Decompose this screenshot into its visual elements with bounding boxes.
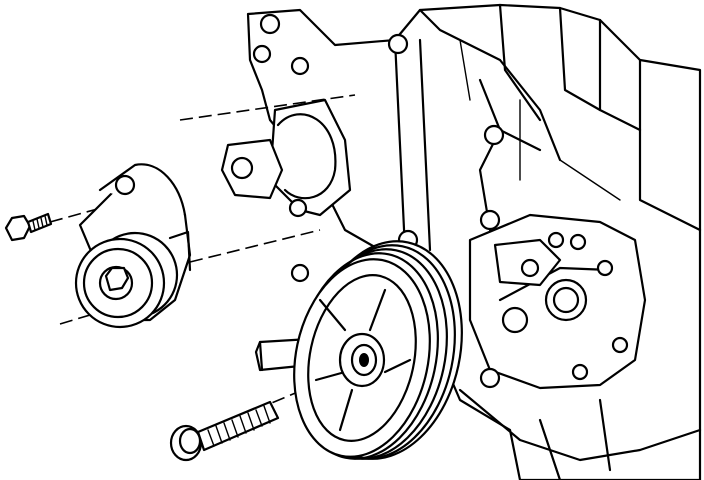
tensioner-bracket: [220, 98, 352, 283]
belt-tensioner: [74, 163, 192, 329]
crankshaft-bolt-icon: [169, 400, 280, 462]
oil-pump-housing: [458, 213, 702, 480]
tensioner-bolt-icon: [4, 212, 53, 242]
crankshaft-pulley: [293, 240, 463, 460]
